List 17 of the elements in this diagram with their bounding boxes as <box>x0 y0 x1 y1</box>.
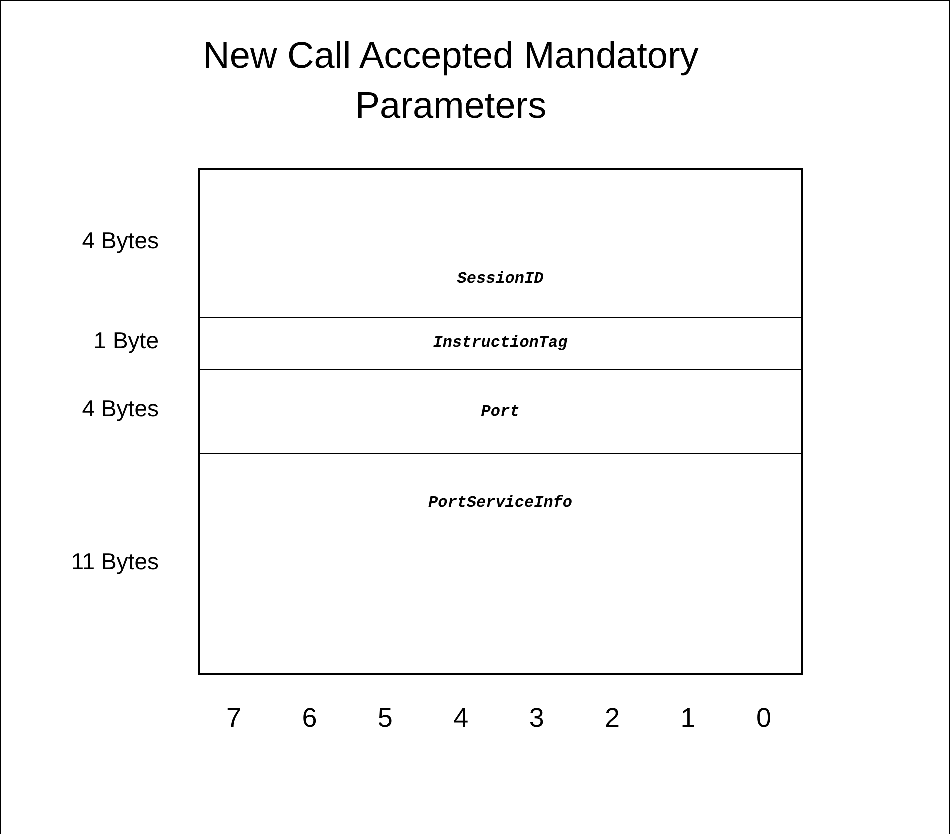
field-name: Port <box>480 403 521 421</box>
bit-number: 0 <box>756 703 772 734</box>
bit-number: 2 <box>605 703 620 734</box>
bit-number: 1 <box>680 703 696 734</box>
byte-size-label: 4 Bytes <box>82 228 159 254</box>
bit-number: 4 <box>454 703 469 734</box>
byte-size-label: 11 Bytes <box>71 548 159 576</box>
diagram-title: New Call Accepted Mandatory Parameters <box>202 34 700 128</box>
bit-number: 7 <box>226 703 242 734</box>
field-name: InstructionTag <box>432 334 569 352</box>
byte-size-label: 1 Byte <box>94 328 159 354</box>
bit-number: 5 <box>378 703 393 734</box>
bit-number: 6 <box>302 703 318 734</box>
bit-number: 3 <box>529 703 544 734</box>
field-name: SessionID <box>456 270 545 288</box>
byte-size-label: 4 Bytes <box>82 396 159 422</box>
field-name: PortServiceInfo <box>427 494 574 512</box>
